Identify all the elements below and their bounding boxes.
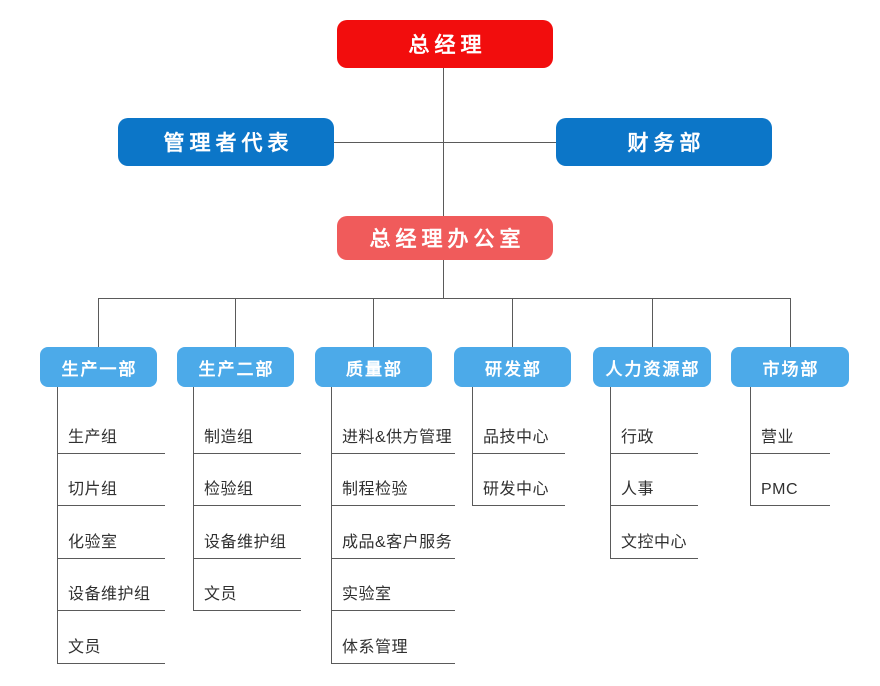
- leaf-item: 研发中心: [473, 454, 565, 506]
- leaf-item: 设备维护组: [194, 506, 301, 559]
- node-dept-rnd: 研发部: [454, 347, 571, 387]
- node-general-manager: 总经理: [337, 20, 553, 68]
- leaf-item: 生产组: [58, 401, 165, 454]
- leaf-column-production-2: 制造组 检验组 设备维护组 文员: [193, 387, 301, 611]
- leaf-item: 文控中心: [611, 506, 698, 559]
- node-finance-dept: 财务部: [556, 118, 772, 166]
- leaf-item: 体系管理: [332, 611, 455, 664]
- node-dept-quality: 质量部: [315, 347, 432, 387]
- leaf-item: 制造组: [194, 401, 301, 454]
- leaf-item: 品技中心: [473, 401, 565, 454]
- leaf-item: PMC: [751, 454, 830, 506]
- connector-office-down: [443, 260, 444, 298]
- leaf-column-production-1: 生产组 切片组 化验室 设备维护组 文员: [57, 387, 165, 664]
- connector-level2-horizontal: [334, 142, 556, 143]
- leaf-item: 化验室: [58, 506, 165, 559]
- node-management-representative: 管理者代表: [118, 118, 334, 166]
- node-dept-human-resources: 人力资源部: [593, 347, 711, 387]
- leaf-item: 实验室: [332, 559, 455, 611]
- leaf-column-human-resources: 行政 人事 文控中心: [610, 387, 698, 559]
- leaf-column-rnd: 品技中心 研发中心: [472, 387, 565, 506]
- connector-department-span: [98, 298, 790, 299]
- leaf-item: 人事: [611, 454, 698, 506]
- node-gm-office: 总经理办公室: [337, 216, 553, 260]
- leaf-column-marketing: 营业 PMC: [750, 387, 830, 506]
- node-dept-production-1: 生产一部: [40, 347, 157, 387]
- node-dept-marketing: 市场部: [731, 347, 849, 387]
- leaf-item: 切片组: [58, 454, 165, 506]
- leaf-item: 检验组: [194, 454, 301, 506]
- connector-drop-dept-0: [98, 298, 99, 347]
- leaf-column-quality: 进料&供方管理 制程检验 成品&客户服务 实验室 体系管理: [331, 387, 455, 664]
- connector-drop-dept-2: [373, 298, 374, 347]
- leaf-item: 文员: [194, 559, 301, 611]
- node-dept-production-2: 生产二部: [177, 347, 294, 387]
- leaf-item: 行政: [611, 401, 698, 454]
- leaf-item: 进料&供方管理: [332, 401, 455, 454]
- leaf-item: 文员: [58, 611, 165, 664]
- leaf-item: 设备维护组: [58, 559, 165, 611]
- connector-drop-dept-1: [235, 298, 236, 347]
- leaf-item: 制程检验: [332, 454, 455, 506]
- leaf-item: 营业: [751, 401, 830, 454]
- connector-drop-dept-3: [512, 298, 513, 347]
- connector-drop-dept-4: [652, 298, 653, 347]
- leaf-item: 成品&客户服务: [332, 506, 455, 559]
- connector-drop-dept-5: [790, 298, 791, 347]
